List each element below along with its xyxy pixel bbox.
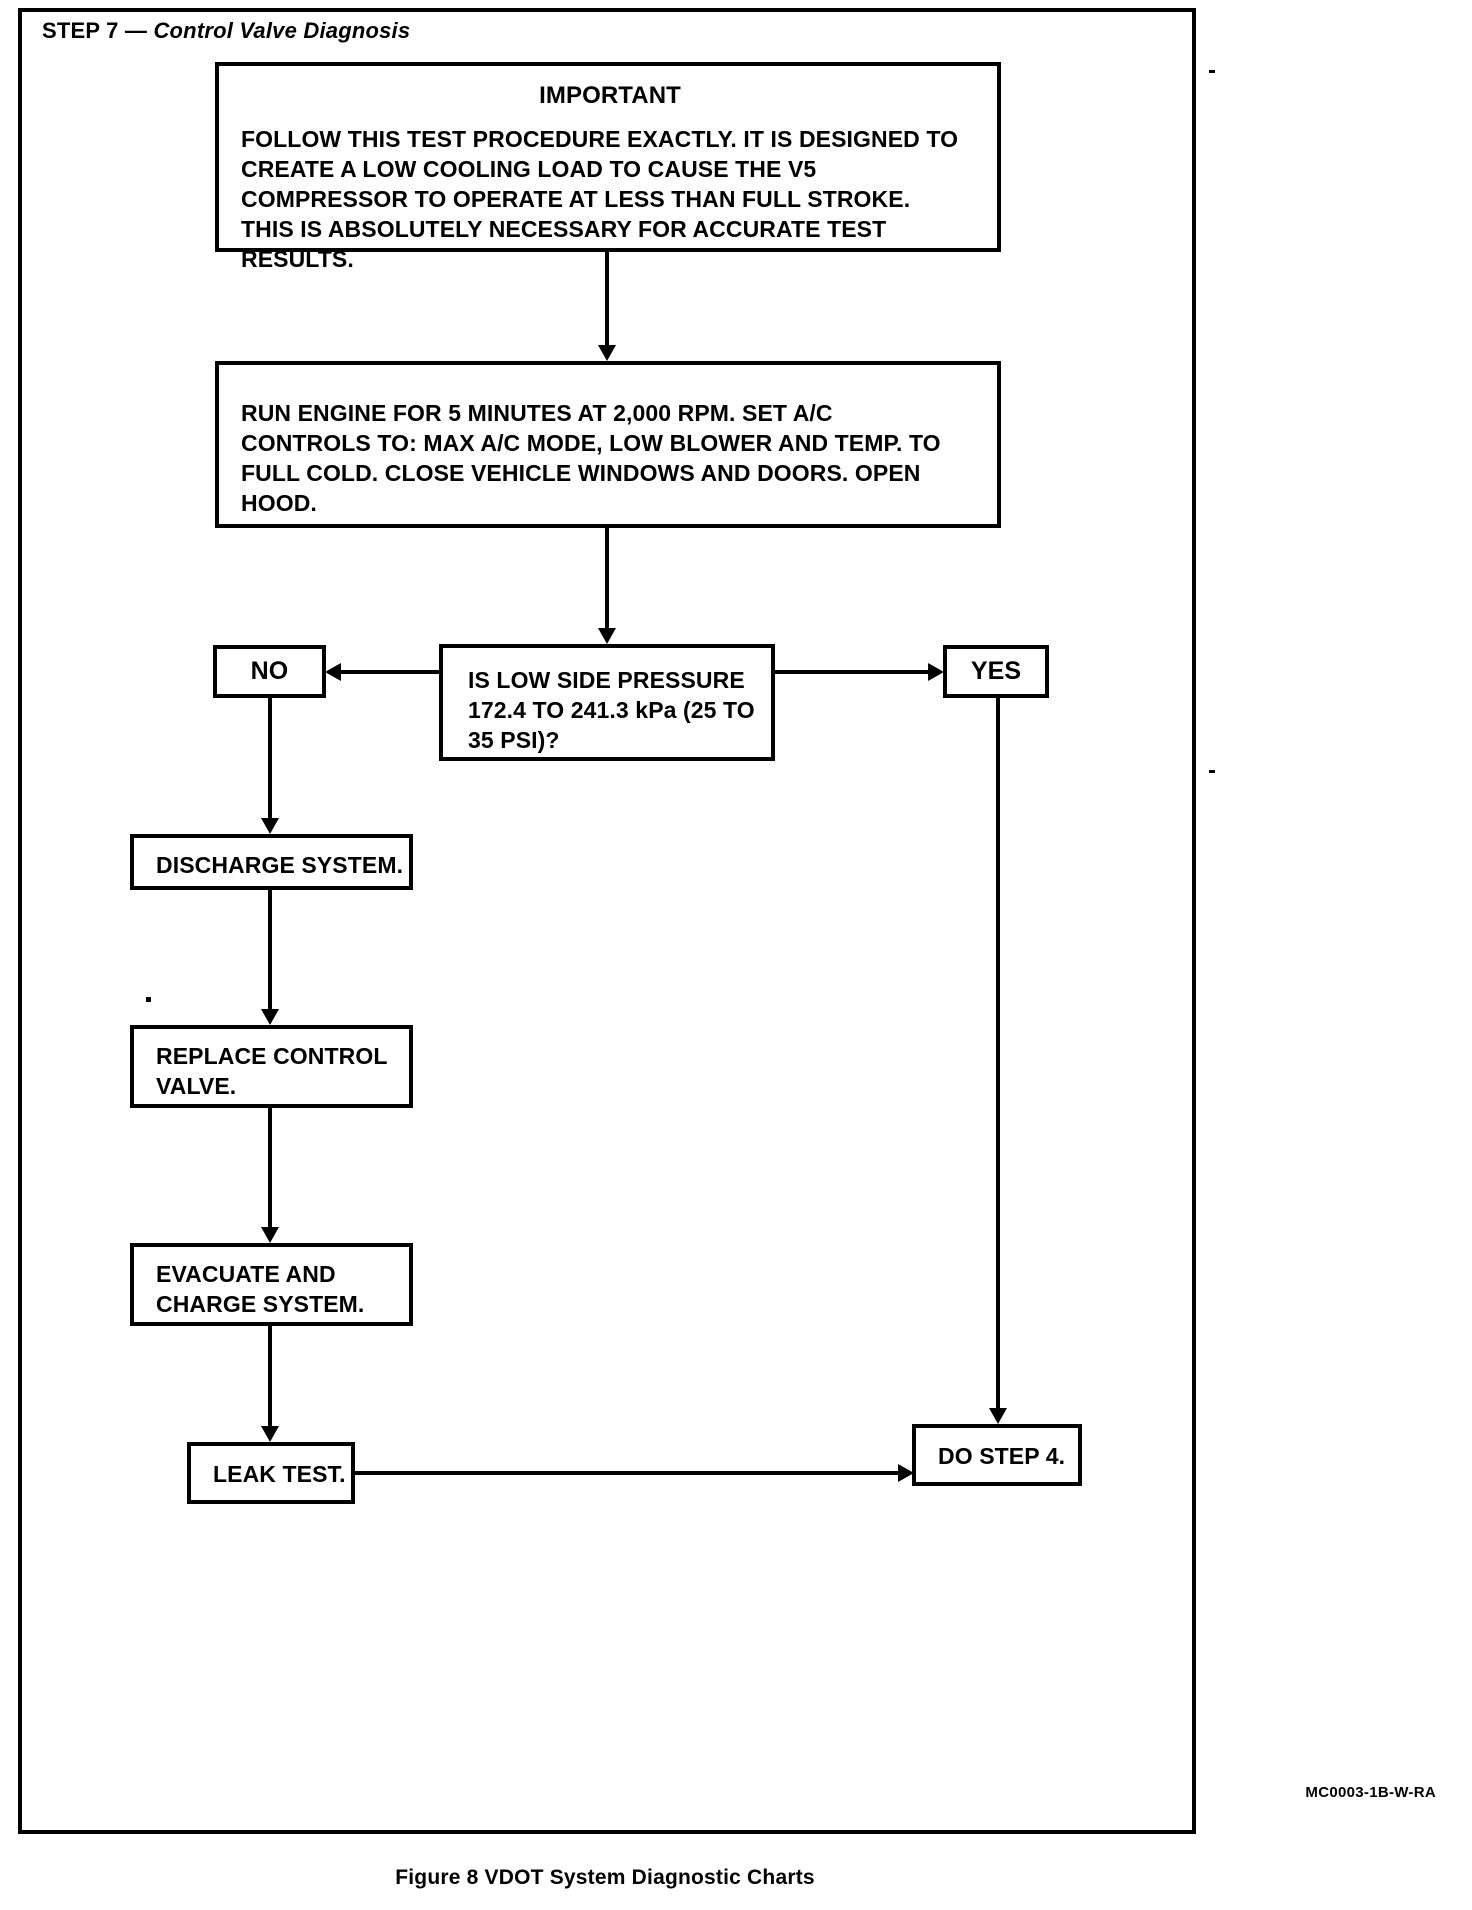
page-title: STEP 7 — Control Valve Diagnosis <box>42 18 410 44</box>
do-step-4-box: DO STEP 4. <box>912 1424 1082 1486</box>
arrow-into-no <box>325 663 341 681</box>
no-label: NO <box>250 657 289 686</box>
arrow-into-leak-test <box>261 1426 279 1442</box>
arrow-into-discharge <box>261 818 279 834</box>
important-header: IMPORTANT <box>539 82 681 109</box>
decision-line-1: IS LOW SIDE PRESSURE <box>468 667 745 693</box>
replace-control-valve-box: REPLACE CONTROL VALVE. <box>130 1025 413 1108</box>
connector-important-to-run-engine <box>605 252 609 345</box>
evac-charge-line-2: CHARGE SYSTEM. <box>156 1290 365 1317</box>
arrow-into-yes <box>928 663 944 681</box>
step-title-text: Control Valve Diagnosis <box>153 18 411 43</box>
replace-valve-line-1: REPLACE CONTROL <box>156 1043 388 1069</box>
connector-run-engine-to-decision <box>605 528 609 628</box>
important-line-3: COMPRESSOR TO OPERATE AT LESS THAN FULL … <box>241 185 911 212</box>
title-dash: — <box>118 18 154 43</box>
margin-tick-top <box>1209 70 1215 73</box>
leak-test-box: LEAK TEST. <box>187 1442 355 1504</box>
evacuate-charge-system-box: EVACUATE AND CHARGE SYSTEM. <box>130 1243 413 1326</box>
run-engine-line-4: HOOD. <box>241 489 317 516</box>
arrow-into-run-engine <box>598 345 616 361</box>
important-line-1: FOLLOW THIS TEST PROCEDURE EXACTLY. IT I… <box>241 126 959 153</box>
discharge-system-box: DISCHARGE SYSTEM. <box>130 834 413 890</box>
scan-artifact-dot <box>146 997 151 1002</box>
connector-decision-to-no <box>341 670 441 674</box>
discharge-line-1: DISCHARGE SYSTEM. <box>156 852 404 878</box>
arrow-into-replace-valve <box>261 1009 279 1025</box>
important-line-4: THIS IS ABSOLUTELY NECESSARY FOR ACCURAT… <box>241 215 887 242</box>
leak-test-line-1: LEAK TEST. <box>213 1461 346 1487</box>
connector-evacuate-to-leak-test <box>268 1326 272 1426</box>
drawing-code: MC0003-1B-W-RA <box>1305 1784 1436 1801</box>
no-answer-box: NO <box>213 645 326 698</box>
replace-valve-line-2: VALVE. <box>156 1072 237 1099</box>
important-note-box: IMPORTANT FOLLOW THIS TEST PROCEDURE EXA… <box>215 62 1001 272</box>
connector-discharge-to-replace <box>268 890 272 1009</box>
yes-answer-box: YES <box>943 645 1049 698</box>
important-line-2: CREATE A LOW COOLING LOAD TO CAUSE THE V… <box>241 156 817 183</box>
important-line-5: RESULTS. <box>241 245 354 272</box>
decision-low-side-pressure-box: IS LOW SIDE PRESSURE 172.4 TO 241.3 kPa … <box>439 644 775 761</box>
connector-yes-to-do-step-4 <box>996 698 1000 1408</box>
connector-leak-test-to-do-step-4 <box>355 1471 900 1475</box>
connector-no-to-discharge <box>268 698 272 818</box>
evac-charge-line-1: EVACUATE AND <box>156 1261 336 1287</box>
decision-line-2: 172.4 TO 241.3 kPa (25 TO <box>468 696 755 723</box>
step-number: STEP 7 <box>42 18 119 43</box>
do-step-4-line-1: DO STEP 4. <box>938 1443 1066 1469</box>
run-engine-line-2: CONTROLS TO: MAX A/C MODE, LOW BLOWER AN… <box>241 429 941 456</box>
arrow-into-do-step-4 <box>898 1464 914 1482</box>
run-engine-line-1: RUN ENGINE FOR 5 MINUTES AT 2,000 RPM. S… <box>241 400 833 426</box>
arrow-into-decision <box>598 628 616 644</box>
connector-decision-to-yes <box>775 670 930 674</box>
run-engine-box: RUN ENGINE FOR 5 MINUTES AT 2,000 RPM. S… <box>215 361 1001 528</box>
arrow-yes-into-do-step-4 <box>989 1408 1007 1424</box>
connector-replace-to-evacuate <box>268 1108 272 1227</box>
arrow-into-evacuate <box>261 1227 279 1243</box>
figure-frame <box>18 8 1196 1834</box>
figure-caption: Figure 8 VDOT System Diagnostic Charts <box>395 1866 815 1889</box>
yes-label: YES <box>970 657 1022 686</box>
decision-line-3: 35 PSI)? <box>468 726 560 753</box>
margin-tick-mid <box>1209 770 1215 773</box>
run-engine-line-3: FULL COLD. CLOSE VEHICLE WINDOWS AND DOO… <box>241 459 921 486</box>
